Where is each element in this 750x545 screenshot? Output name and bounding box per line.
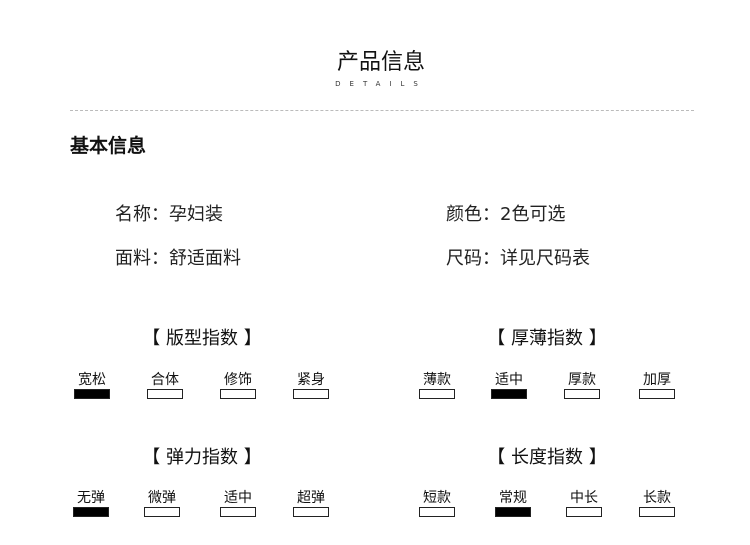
index-indicator	[566, 507, 602, 517]
index-option-label: 适中	[495, 372, 523, 388]
index-option: 适中	[208, 487, 268, 517]
index-indicator-selected	[74, 389, 110, 399]
index-indicator	[220, 389, 256, 399]
index-option-label: 短款	[423, 490, 451, 506]
index-group-title: 【 厚薄指数 】	[487, 328, 607, 349]
index-indicator	[220, 507, 256, 517]
index-option: 宽松	[62, 369, 122, 399]
page-subtitle: DETAILS	[335, 80, 427, 88]
index-option-label: 无弹	[77, 490, 105, 506]
index-indicator	[147, 389, 183, 399]
info-name: 名称：孕妇装	[115, 204, 223, 225]
index-option: 常规	[483, 487, 543, 517]
index-indicator	[293, 389, 329, 399]
index-option-label: 紧身	[297, 372, 325, 388]
index-indicator	[639, 389, 675, 399]
index-option: 厚款	[552, 369, 612, 399]
index-group-title: 【 弹力指数 】	[142, 447, 262, 468]
section-title: 基本信息	[70, 135, 147, 157]
index-indicator-selected	[73, 507, 109, 517]
info-fabric: 面料：舒适面料	[115, 248, 241, 269]
index-indicator-selected	[491, 389, 527, 399]
index-option-label: 修饰	[224, 372, 252, 388]
index-indicator	[293, 507, 329, 517]
index-option: 无弹	[61, 487, 121, 517]
index-group-title: 【 长度指数 】	[487, 447, 607, 468]
index-indicator	[419, 389, 455, 399]
page-title: 产品信息	[336, 50, 425, 75]
index-option: 加厚	[627, 369, 687, 399]
index-option-label: 中长	[570, 490, 598, 506]
index-option-label: 加厚	[643, 372, 671, 388]
index-indicator	[639, 507, 675, 517]
index-option: 紧身	[281, 369, 341, 399]
index-option-label: 厚款	[568, 372, 596, 388]
index-indicator-selected	[495, 507, 531, 517]
index-option-label: 薄款	[423, 372, 451, 388]
info-color: 颜色：2色可选	[446, 204, 566, 225]
index-option: 适中	[479, 369, 539, 399]
index-indicator	[419, 507, 455, 517]
index-option-label: 适中	[224, 490, 252, 506]
index-option: 合体	[135, 369, 195, 399]
index-option: 超弹	[281, 487, 341, 517]
index-option: 修饰	[208, 369, 268, 399]
index-option-label: 超弹	[297, 490, 325, 506]
info-size: 尺码：详见尺码表	[446, 248, 590, 269]
index-option: 微弹	[132, 487, 192, 517]
index-option-label: 常规	[499, 490, 527, 506]
index-option: 短款	[407, 487, 467, 517]
index-option-label: 长款	[643, 490, 671, 506]
index-option-label: 合体	[151, 372, 179, 388]
index-option: 长款	[627, 487, 687, 517]
index-option-label: 微弹	[148, 490, 176, 506]
index-indicator	[564, 389, 600, 399]
index-option: 薄款	[407, 369, 467, 399]
index-indicator	[144, 507, 180, 517]
index-option-label: 宽松	[78, 372, 106, 388]
index-group-title: 【 版型指数 】	[142, 328, 262, 349]
dashed-divider	[70, 110, 694, 111]
index-option: 中长	[554, 487, 614, 517]
